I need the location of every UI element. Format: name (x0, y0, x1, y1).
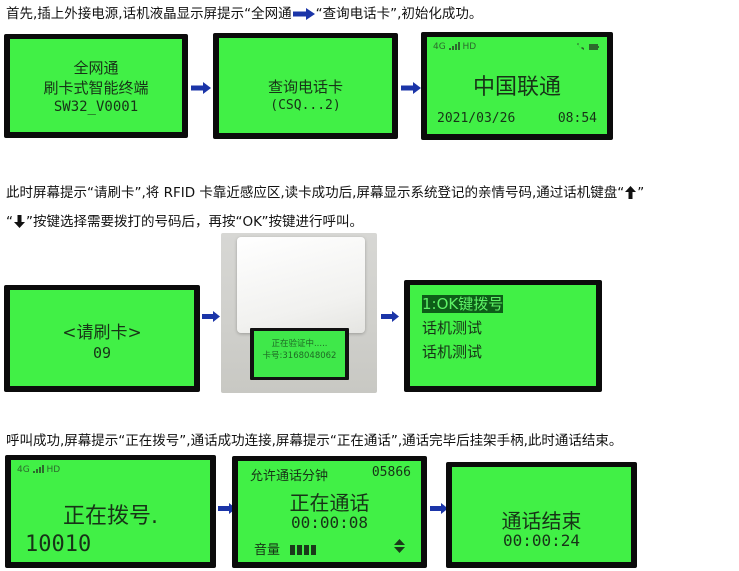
boot-version: SW32_V0001 (53, 99, 139, 115)
volume-indicator[interactable]: 音量 (254, 539, 318, 558)
rfid-text-1a: 此时屏幕提示“请刷卡”,将 RFID 卡靠近感应区,读卡成功后,屏幕显示系统登记… (6, 185, 625, 201)
hd-label: HD (46, 465, 61, 475)
date-label: 2021/03/26 (437, 111, 516, 126)
intro-text-a: 首先,插上外接电源,话机液晶显示屏提示“全网通 (6, 6, 292, 22)
call-paragraph: 呼叫成功,屏幕提示“正在拨号”,通话成功连接,屏幕提示“正在通话”,通话完毕后挂… (6, 433, 623, 449)
lcd-dialing-screen: 4G HD 正在拨号. 10010 (5, 455, 216, 568)
network-label: 4G (433, 42, 446, 52)
arrow-right-icon (218, 503, 236, 514)
device-mini-lcd: 正在验证中..... 卡号:3168048062 (250, 328, 349, 380)
volume-bar (290, 545, 296, 555)
call-duration: 00:00:24 (502, 531, 581, 550)
lcd-call-ended-screen: 通话结束 00:00:24 (446, 462, 637, 568)
arrow-up-icon (625, 186, 637, 199)
time-label: 08:54 (557, 111, 597, 126)
arrow-right-icon (292, 8, 315, 20)
network-label: 4G (17, 465, 30, 475)
arrow-right-icon (381, 311, 399, 322)
rfid-paragraph-line-2: “ ”按键选择需要拨打的号码后，再按“OK”按键进行呼叫。 (6, 213, 363, 231)
arrow-right-icon (401, 82, 421, 94)
list-item-1[interactable]: 1:OK键拨号 (422, 295, 504, 313)
status-bar: 4G HD (17, 465, 60, 475)
swipe-prompt: <请刷卡> (62, 323, 142, 343)
volume-label: 音量 (254, 543, 281, 558)
in-call-text: 正在通话 (289, 491, 370, 515)
hd-label: HD (462, 42, 477, 52)
lcd-contact-list-screen: 1:OK键拨号 话机测试 话机测试 (404, 280, 602, 392)
lcd-swipe-card-screen: <请刷卡> 09 (4, 285, 200, 392)
query-line-1: 查询电话卡 (267, 78, 343, 96)
intro-paragraph: 首先,插上外接电源,话机液晶显示屏提示“全网通 “查询电话卡”,初始化成功。 (6, 5, 482, 23)
allowed-minutes-value: 05866 (371, 465, 411, 480)
rfid-paragraph-line-1: 此时屏幕提示“请刷卡”,将 RFID 卡靠近感应区,读卡成功后,屏幕显示系统登记… (6, 184, 644, 202)
signal-icon (448, 42, 460, 50)
call-ended-text: 通话结束 (501, 509, 582, 533)
swipe-number: 09 (92, 344, 112, 362)
dialed-number: 10010 (25, 532, 92, 557)
volume-bar (297, 545, 303, 555)
lcd-carrier-screen: 4G HD 中国联通 2021/03/26 08:54 (421, 32, 613, 140)
card-number-text: 卡号:3168048062 (262, 351, 337, 361)
list-item-3[interactable]: 话机测试 (422, 343, 483, 361)
rfid-card-photo: 正在验证中..... 卡号:3168048062 (221, 233, 377, 393)
battery-icon (589, 44, 599, 50)
status-bar: 4G HD (433, 42, 476, 52)
rfid-text-2a: “ (6, 214, 13, 230)
call-timer: 00:00:08 (290, 513, 369, 532)
intro-text-b: “查询电话卡”,初始化成功。 (315, 6, 483, 22)
volume-bar (304, 545, 310, 555)
volume-bar (311, 545, 317, 555)
query-line-2: (CSQ...2) (270, 98, 341, 113)
up-down-icon[interactable] (394, 539, 405, 553)
rfid-text-2b: ”按键选择需要拨打的号码后，再按“OK”按键进行呼叫。 (26, 214, 364, 230)
verify-text: 正在验证中..... (271, 339, 328, 349)
arrow-right-icon (191, 82, 211, 94)
signal-icon (32, 465, 44, 473)
rfid-text-1b: ” (637, 185, 645, 201)
list-item-2[interactable]: 话机测试 (422, 319, 483, 337)
boot-line-2: 刷卡式智能终端 (43, 79, 149, 97)
lcd-boot-screen: 全网通 刷卡式智能终端 SW32_V0001 (4, 34, 188, 138)
boot-line-1: 全网通 (73, 59, 119, 77)
list-item-selected[interactable]: 1:OK键拨号 (422, 293, 504, 314)
carrier-name: 中国联通 (472, 75, 561, 100)
arrow-right-icon (430, 503, 448, 514)
lcd-query-card-screen: 查询电话卡 (CSQ...2) (213, 33, 398, 139)
rfid-card (237, 237, 365, 333)
allowed-minutes-label: 允许通话分钟 (250, 469, 329, 484)
lcd-in-call-screen: 允许通话分钟 05866 正在通话 00:00:08 音量 (232, 456, 427, 568)
arrow-down-icon (14, 215, 25, 228)
dialing-text: 正在拨号. (63, 504, 158, 529)
handset-icon (577, 43, 584, 50)
arrow-right-icon (202, 311, 220, 322)
